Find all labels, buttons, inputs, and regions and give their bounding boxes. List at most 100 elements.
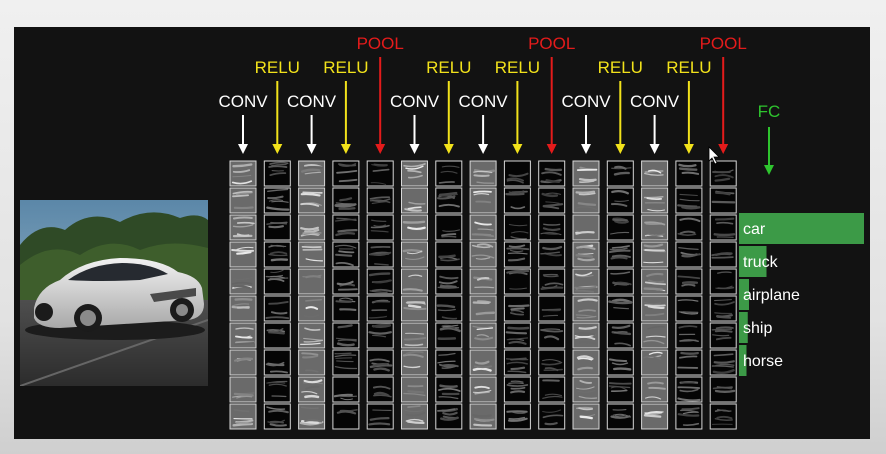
feature-map-tile [229, 160, 257, 187]
feature-map-tile [332, 241, 360, 268]
layer-label: POOL [700, 34, 747, 53]
feature-map-tile [435, 403, 463, 430]
feature-map-tile [229, 241, 257, 268]
feature-map-tile [641, 241, 669, 268]
feature-map-tile [538, 241, 566, 268]
feature-map-tile [401, 187, 428, 214]
feature-map-tile [538, 214, 566, 241]
feature-map-tile [298, 322, 326, 349]
output-class-horse: horse [739, 345, 783, 376]
layer-label: POOL [528, 34, 575, 53]
output-label: airplane [743, 287, 800, 304]
feature-map-tile [435, 349, 463, 376]
feature-map-tile [572, 268, 600, 295]
feature-map-tile [366, 214, 394, 241]
layer-pool-15: POOL [700, 34, 747, 430]
layer-label: RELU [495, 58, 540, 77]
output-label: car [743, 221, 766, 238]
feature-map-tile [572, 403, 600, 430]
layer-conv-13: CONV [630, 92, 680, 430]
feature-map-tile [641, 322, 669, 349]
feature-map-tile [229, 322, 257, 349]
layer-label: RELU [426, 58, 471, 77]
feature-map-tile [401, 160, 428, 187]
layer-label: RELU [255, 58, 300, 77]
feature-map-tile [401, 268, 428, 295]
feature-map-tile [366, 187, 394, 214]
feature-map-tile [709, 241, 737, 268]
feature-map-tile [332, 376, 360, 403]
feature-map-tile [435, 322, 463, 349]
feature-map-tile [503, 295, 531, 322]
feature-map-tile [538, 403, 566, 430]
feature-map-tile [469, 187, 497, 214]
feature-map-tile [435, 187, 463, 214]
feature-map-tile [263, 187, 291, 214]
feature-map-tile [298, 376, 326, 403]
feature-map-tile [538, 376, 566, 403]
feature-map-tile [709, 160, 737, 187]
arrow-head-icon [546, 144, 557, 154]
feature-map-tile [641, 160, 669, 187]
feature-map-tile [332, 214, 360, 241]
arrow-head-icon [718, 144, 729, 154]
feature-map-tile [641, 295, 669, 322]
feature-map-tile [435, 214, 463, 241]
feature-map-tile [709, 322, 737, 349]
feature-map-tile [572, 241, 600, 268]
layer-label: RELU [666, 58, 711, 77]
feature-map-tile [606, 322, 634, 349]
score-bar [739, 345, 747, 376]
layer-label: CONV [390, 92, 440, 111]
output-class-car: car [739, 213, 864, 244]
layer-conv-6: CONV [390, 92, 440, 430]
feature-map-tile [675, 268, 703, 295]
feature-map-tile [675, 322, 703, 349]
feature-map-tile [641, 268, 669, 295]
score-bar [739, 213, 864, 244]
feature-map-tile [229, 214, 257, 241]
feature-map-tile [675, 160, 703, 187]
layer-relu-9: RELU [495, 58, 540, 430]
feature-map-tile [709, 268, 737, 295]
feature-map-tile [641, 187, 669, 214]
arrow-head-icon [238, 144, 248, 154]
feature-map-tile [675, 241, 703, 268]
input-car-image [20, 200, 208, 386]
feature-map-tile [606, 241, 634, 268]
feature-map-tile [366, 349, 394, 376]
feature-map-tile [641, 214, 669, 241]
layer-label: CONV [459, 92, 509, 111]
score-bar [739, 246, 767, 277]
layer-relu-14: RELU [666, 58, 712, 430]
arrow-head-icon [272, 144, 283, 154]
feature-map-tile [709, 187, 737, 214]
arrow-head-icon [512, 144, 523, 154]
feature-map-tile [298, 295, 326, 322]
feature-map-tile [401, 214, 428, 241]
output-class-airplane: airplane [739, 279, 800, 310]
feature-map-tile [606, 349, 634, 376]
feature-map-tile [606, 295, 634, 322]
feature-map-tile [538, 322, 566, 349]
feature-map-tile [366, 160, 394, 187]
feature-map-tile [263, 241, 291, 268]
feature-map-tile [229, 187, 257, 214]
feature-map-tile [606, 214, 634, 241]
feature-map-tile [366, 376, 394, 403]
layer-label: RELU [323, 58, 368, 77]
feature-map-tile [641, 349, 669, 376]
feature-map-tile [469, 322, 497, 349]
feature-map-tile [572, 349, 600, 376]
feature-map-tile [332, 322, 360, 349]
feature-map-tile [503, 322, 531, 349]
feature-map-tile [298, 349, 326, 376]
feature-map-tile [709, 349, 737, 376]
layer-conv-8: CONV [459, 92, 509, 430]
feature-map-tile [469, 403, 497, 430]
feature-map-tile [709, 214, 737, 241]
feature-map-tile [538, 160, 566, 187]
output-label: truck [743, 254, 779, 271]
feature-map-tile [503, 187, 531, 214]
feature-map-tile [606, 187, 634, 214]
